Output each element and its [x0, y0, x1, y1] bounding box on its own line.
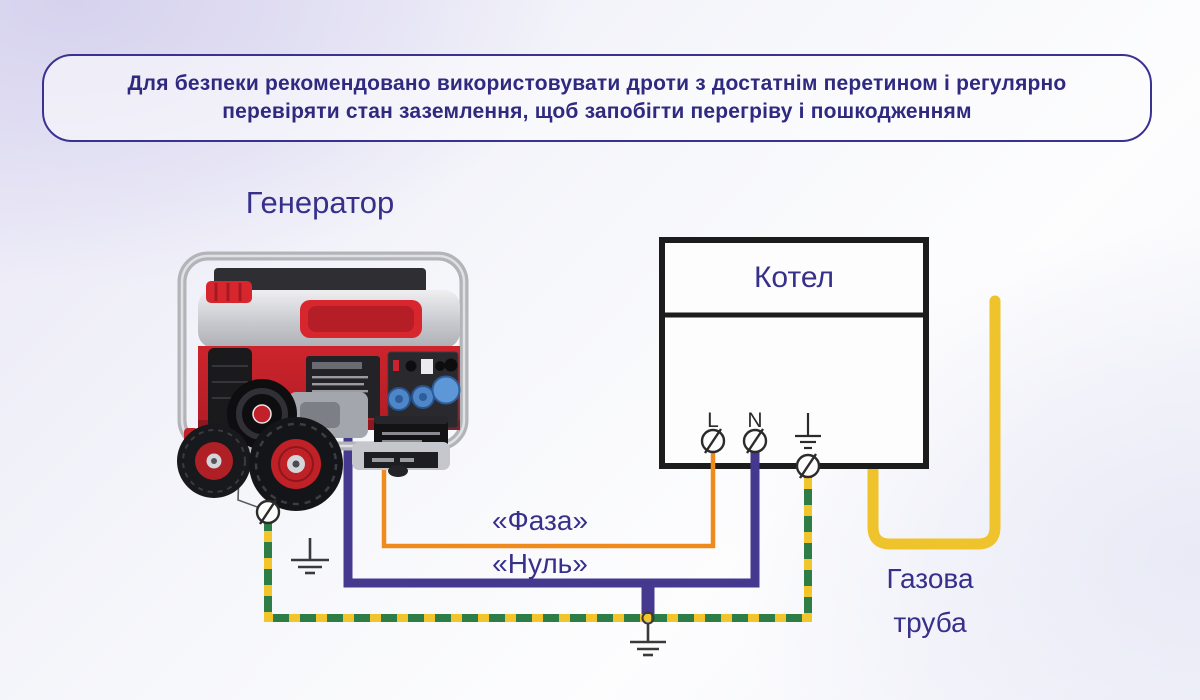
terminal-ground-generator	[255, 499, 281, 525]
terminal-l-label: L	[707, 409, 719, 432]
generator-control-panel	[387, 351, 461, 429]
boiler-label: Котел	[753, 261, 835, 294]
generator-label: Генератор	[245, 185, 395, 220]
generator-wheel-front	[249, 417, 343, 511]
terminal-l	[700, 428, 726, 454]
gas-pipe	[867, 295, 1001, 550]
safety-banner: Для безпеки рекомендовано використовуват…	[42, 54, 1152, 142]
neutral-wire	[343, 438, 760, 614]
gas-pipe-label-line2: труба	[893, 607, 967, 638]
generator-socket-cee	[431, 375, 461, 405]
ground-symbol-generator	[291, 538, 329, 575]
terminal-n-label: N	[747, 409, 762, 432]
boiler-box	[659, 237, 929, 469]
phase-wire-label: «Фаза»	[491, 505, 589, 536]
safety-banner-line2: перевіряти стан заземлення, щоб запобігт…	[222, 100, 972, 123]
ground-symbol-center	[630, 624, 666, 657]
terminal-ground-boiler	[795, 453, 821, 479]
generator-wheel-rear	[177, 424, 251, 498]
safety-banner-line1: Для безпеки рекомендовано використовуват…	[127, 72, 1067, 95]
generator-illustration	[177, 251, 469, 511]
ground-wire	[264, 477, 812, 622]
junction-dot	[641, 611, 655, 625]
phase-wire	[381, 438, 716, 549]
ground-symbol-boiler	[795, 413, 821, 450]
gas-pipe-label: Газова труба	[845, 557, 1015, 645]
gas-pipe-label-line1: Газова	[886, 563, 974, 594]
generator-muffler	[352, 442, 450, 477]
neutral-wire-label: «Нуль»	[492, 548, 588, 579]
terminal-n	[742, 428, 768, 454]
